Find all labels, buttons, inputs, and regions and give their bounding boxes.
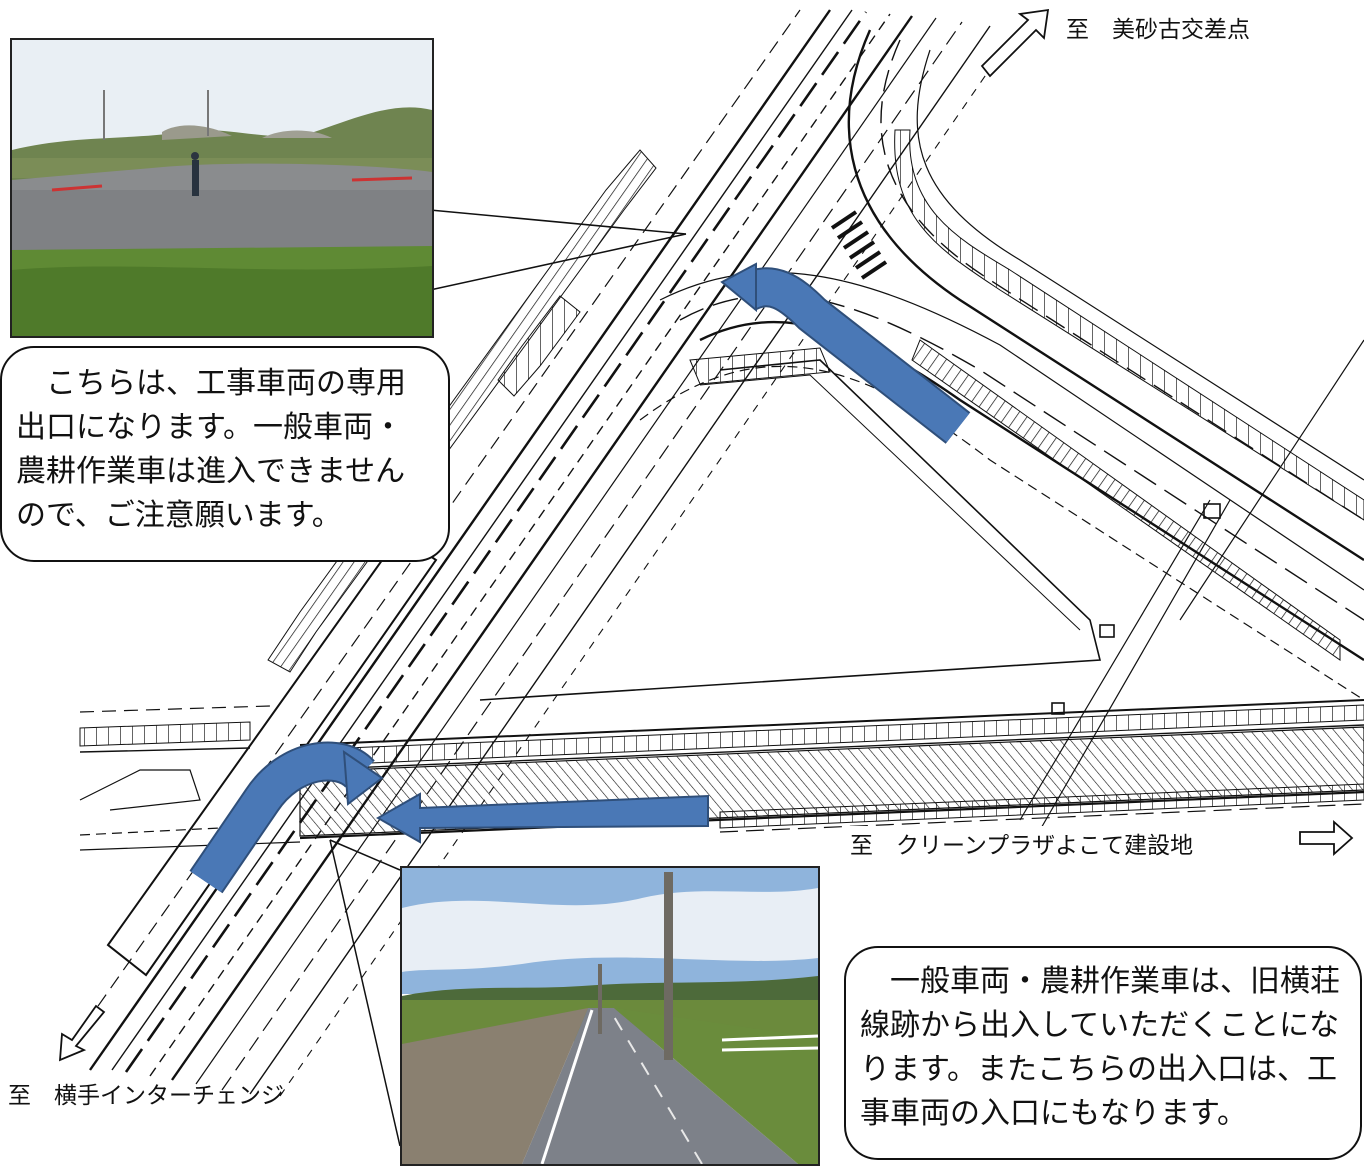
photo-leader-lines <box>329 209 687 1147</box>
outline-arrow-icon <box>980 8 1050 78</box>
exit-notice-callout: こちらは、工事車両の専用出口になります。一般車両・農耕作業車は進入できませんので… <box>0 346 450 562</box>
entrance-site-photo <box>400 866 820 1166</box>
route-arrow-construction-exit <box>720 262 971 444</box>
outline-arrow-icon <box>58 1004 106 1062</box>
outline-arrow-icon <box>1299 819 1354 857</box>
to-yokote-ic-label: 至 横手インターチェンジ <box>8 1083 284 1109</box>
junction-area <box>479 29 1364 831</box>
exit-notice-text: こちらは、工事車両の専用出口になります。一般車両・農耕作業車は進入できませんので… <box>16 366 406 533</box>
to-misago-label: 至 美砂古交差点 <box>1066 17 1250 43</box>
route-arrow-entrance-out <box>189 741 384 894</box>
entrance-notice-callout: 一般車両・農耕作業車は、旧横荘線跡から出入していただくことになります。またこちら… <box>844 946 1362 1160</box>
route-arrow-entrance-in <box>375 792 709 844</box>
entrance-notice-text: 一般車両・農耕作業車は、旧横荘線跡から出入していただくことになります。またこちら… <box>860 964 1340 1131</box>
to-clean-plaza-label: 至 クリーンプラザよこて建設地 <box>846 826 1198 860</box>
exit-site-photo <box>10 38 434 338</box>
